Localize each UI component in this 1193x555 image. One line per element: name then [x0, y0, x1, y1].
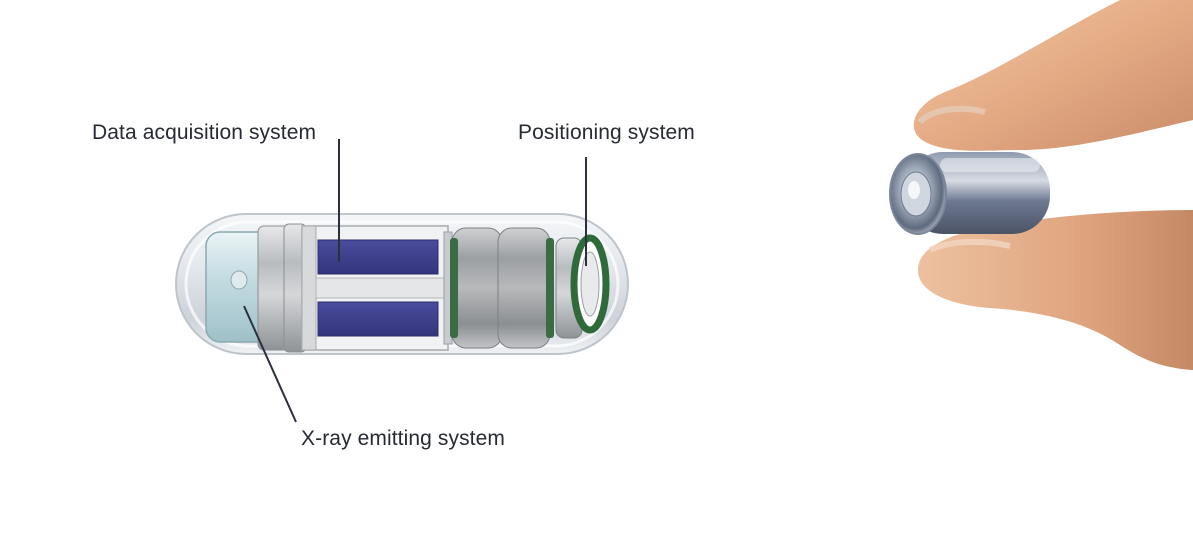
detector-panel-bottom — [317, 301, 439, 337]
thumb — [917, 210, 1193, 370]
data-acquisition-module — [301, 225, 453, 351]
upper-finger — [913, 0, 1193, 151]
label-data-acquisition-system: Data acquisition system — [92, 121, 317, 144]
detector-panel-top — [317, 239, 439, 275]
xray-emitter — [205, 223, 307, 353]
label-xray-emitting-system: X-ray emitting system — [301, 427, 505, 450]
leader-line-xray — [243, 305, 297, 423]
capsule-cutaway — [175, 139, 629, 423]
positioning-module — [555, 234, 610, 339]
battery-stack — [450, 227, 554, 349]
label-positioning-system: Positioning system — [518, 121, 695, 144]
hand-holding-capsule-photo — [889, 0, 1193, 370]
